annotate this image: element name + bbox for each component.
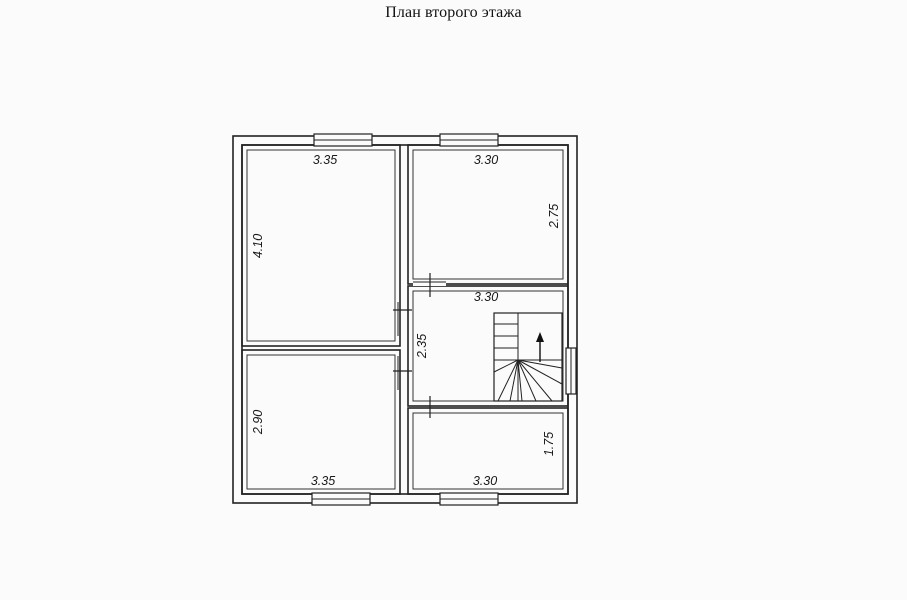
dim-bottom-right-height: 1.75: [542, 432, 556, 456]
room-top-left: [241, 144, 401, 347]
up-arrow-icon: [536, 332, 544, 362]
dim-hall-width: 3.30: [474, 290, 498, 304]
door-bottom-right: [413, 396, 446, 418]
door-bottom-left: [393, 356, 412, 390]
dim-top-left-width: 3.35: [313, 153, 337, 167]
dim-top-right-height: 2.75: [547, 204, 561, 229]
dim-top-left-height: 4.10: [251, 234, 265, 258]
window-right-stair: [565, 347, 577, 395]
window-bottom-left: [311, 492, 371, 506]
door-top-right: [413, 273, 446, 297]
room-hall: [407, 285, 569, 407]
plan-title: План второго этажа: [385, 4, 522, 21]
door-top-left: [393, 302, 412, 336]
dim-bottom-left-height: 2.90: [251, 410, 265, 435]
room-bottom-left: [241, 349, 401, 495]
dim-bottom-right-width: 3.30: [473, 474, 497, 488]
outer-walls: [232, 135, 578, 504]
dim-bottom-left-width: 3.35: [311, 474, 335, 488]
window-top-right: [439, 133, 499, 147]
window-top-left: [313, 133, 373, 147]
staircase: [493, 312, 563, 402]
window-bottom-right: [439, 492, 499, 506]
dim-hall-height: 2.35: [415, 334, 429, 359]
dim-top-right-width: 3.30: [474, 153, 498, 167]
